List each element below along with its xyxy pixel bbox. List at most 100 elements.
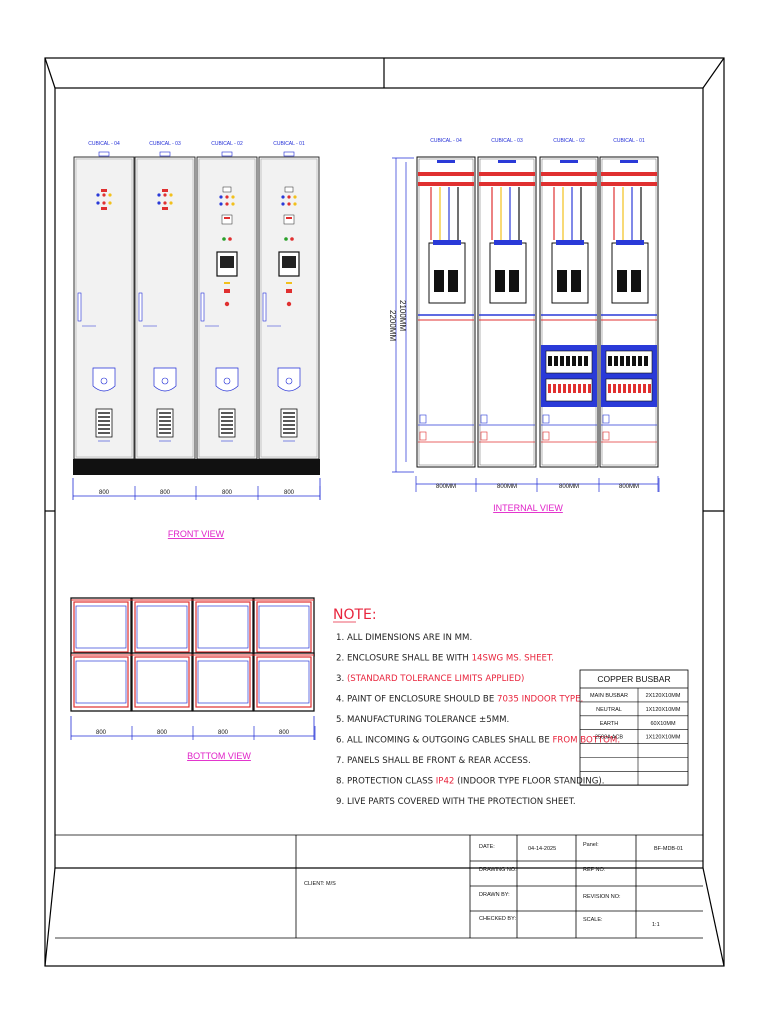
door-handle-icon [77,292,82,322]
push-button [284,237,288,241]
bottom-width-label: 800 [279,730,290,736]
terminal-block [648,384,651,393]
acb-mechanism [448,270,458,292]
acb-terminal [616,240,644,245]
bottom-gland-plate [197,605,249,649]
horizontal-busbar [541,182,597,186]
note-text-part: LIVE PARTS COVERED WITH THE PROTECTION S… [347,797,576,807]
indicator-lamp [293,195,297,199]
front-panel-inner [260,158,318,458]
internal-panel-frame [539,156,599,468]
note-text-part: PAINT OF ENCLOSURE SHOULD BE [347,695,497,705]
indicator-lamp [157,193,161,197]
note-item: 7. PANELS SHALL BE FRONT & REAR ACCESS. [336,756,531,766]
front-cubical-label: CUBICAL - 02 [211,141,243,147]
acb-mechanism [557,270,567,292]
scale-value: 1:1 [652,922,660,928]
meter-label [101,207,107,210]
internal-cubical-label: CUBICAL - 01 [613,138,645,144]
front-lifting-eye [98,151,110,157]
internal-panel-frame [477,156,537,468]
front-panel: CUBICAL - 01 [258,141,320,460]
acb-mechanism [434,270,444,292]
busbar-item-name: EARTH [600,721,619,727]
acb-mechanism [617,270,627,292]
door-pocket-knob [223,377,231,385]
indicator-lamp [163,201,167,205]
bottom-gland-opening [73,601,129,653]
front-panel-inner [75,158,133,458]
mcb-unit [578,356,582,366]
note-number: 2. [336,654,347,664]
terminal-block [643,384,646,393]
bottom-gland-plate [136,660,188,704]
horizontal-busbar [479,182,535,186]
terminal-block [623,384,626,393]
internal-height-inner: 2100MM [398,300,407,331]
bottom-width-label: 800 [218,730,229,736]
mcb-unit [644,356,648,366]
internal-width-label: 800MM [436,484,456,490]
indicator-lamp [219,195,223,199]
indicator-lamp [96,193,100,197]
indicator-lamp [102,201,106,205]
label-plate [286,282,292,284]
indicator-lamp [163,193,167,197]
front-width-label: 800 [160,490,171,496]
front-dimension-line [72,478,321,500]
terminal-block [633,384,636,393]
note-item: 4. PAINT OF ENCLOSURE SHOULD BE 7035 IND… [336,695,583,705]
internal-panel: CUBICAL - 04 [416,138,476,468]
mcb-unit [560,356,564,366]
indicator-lamp [225,195,229,199]
front-view-plinth [73,459,320,475]
acb-terminal [556,240,584,245]
selector-indicator [286,217,292,219]
terminal-block [558,384,561,393]
note-number: 8. [336,777,347,787]
terminal-block [588,384,591,393]
indicator-lamp [157,201,161,205]
terminal-block [563,384,566,393]
indicator-lamp [287,195,291,199]
busbar-item-size: 1X120X10MM [646,707,681,713]
top-gland-plate [437,160,455,163]
indicator-lamp [96,201,100,205]
note-item: 5. MANUFACTURING TOLERANCE ±5MM. [336,715,509,725]
meter-label [101,189,107,192]
neutral-terminal [602,431,610,441]
indicator-lamp [108,201,112,205]
note-text-part: (STANDARD TOLERANCE LIMITS APPLIED) [347,674,524,684]
internal-panel-inner [541,158,597,466]
mcb-unit [614,356,618,366]
acb-display [220,256,234,268]
front-panel-inner [136,158,194,458]
terminal-block [638,384,641,393]
mcb-unit [566,356,570,366]
bottom-gland-plate [197,660,249,704]
note-text-part: ALL DIMENSIONS ARE IN MM. [347,633,472,643]
acb-display [282,256,296,268]
note-item: 9. LIVE PARTS COVERED WITH THE PROTECTIO… [336,797,576,807]
note-number: 6. [336,736,347,746]
selector-switch [283,214,295,225]
indicator-lamp [281,202,285,206]
note-item: 1. ALL DIMENSIONS ARE IN MM. [336,633,472,643]
door-pocket-knob [100,377,108,385]
mcb-unit [554,356,558,366]
louvre-icon [218,408,236,438]
door-pocket-knob [161,377,169,385]
note-text-part: ALL INCOMING & OUTGOING CABLES SHALL BE [347,736,553,746]
note-text-part: PROTECTION CLASS [347,777,436,787]
panel-label: Panel: [583,842,599,848]
horizontal-busbar [479,172,535,176]
bottom-gland-plate [258,605,310,649]
terminal-block [568,384,571,393]
top-gland-plate [498,160,516,163]
bottom-gland-plate [258,660,310,704]
bottom-gland-opening [195,601,251,653]
